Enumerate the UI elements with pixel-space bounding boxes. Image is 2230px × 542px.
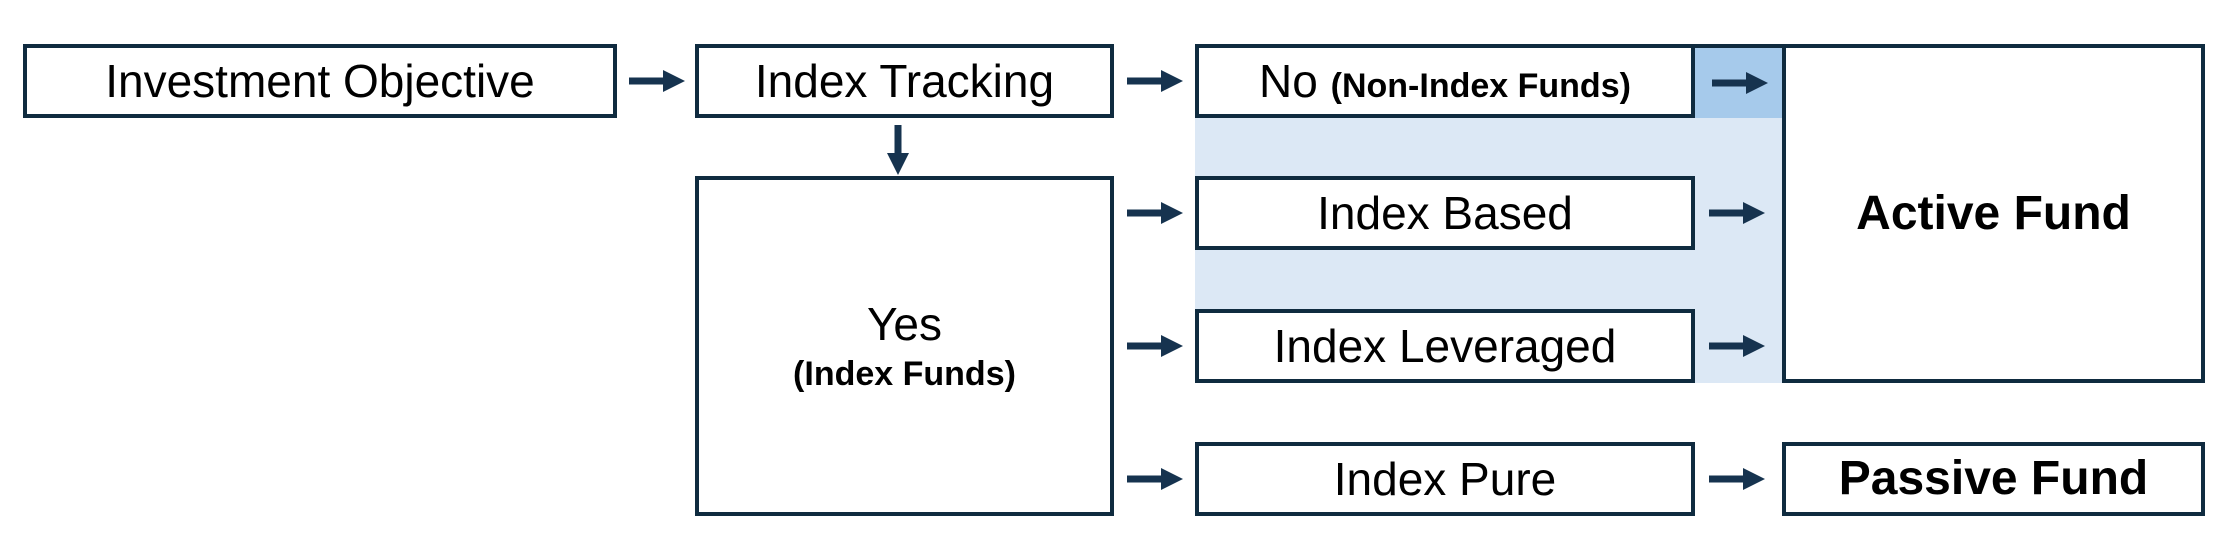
node-label: Index Leveraged [1273,319,1617,372]
node-index-based: Index Based [1195,176,1695,250]
node-label: Yes [866,298,943,350]
node-yes-index-funds: Yes (Index Funds) [695,176,1114,516]
arrow-right-icon [1127,468,1183,490]
arrow-right-icon [629,70,685,92]
arrow-right-icon [1711,72,1768,94]
node-no-non-index-funds: No (Non-Index Funds) [1195,44,1695,118]
node-index-leveraged: Index Leveraged [1195,309,1695,383]
non-index-highlight-cell [1695,44,1782,118]
node-sublabel: (Non-Index Funds) [1330,66,1631,105]
node-label: Passive Fund [1838,452,2149,506]
arrow-right-icon [1127,70,1183,92]
node-label-group: Yes (Index Funds) [793,298,1016,394]
node-label: Index Tracking [754,54,1055,107]
node-investment-objective: Investment Objective [23,44,617,118]
node-passive-fund: Passive Fund [1782,442,2205,516]
node-index-tracking: Index Tracking [695,44,1114,118]
arrow-down-icon [887,125,909,175]
node-sublabel: (Index Funds) [793,354,1016,393]
arrow-right-icon [1709,468,1765,490]
node-label: Index Based [1317,186,1573,239]
node-active-fund: Active Fund [1782,44,2205,383]
node-label-group: No (Non-Index Funds) [1259,55,1631,108]
arrow-right-icon [1127,202,1183,224]
node-label: Index Pure [1333,452,1557,505]
node-index-pure: Index Pure [1195,442,1695,516]
arrow-right-icon [1709,202,1765,224]
node-label: Active Fund [1856,186,2131,240]
arrow-right-icon [1709,335,1765,357]
node-label: No [1259,54,1318,107]
node-label: Investment Objective [105,54,535,107]
arrow-right-icon [1127,335,1183,357]
